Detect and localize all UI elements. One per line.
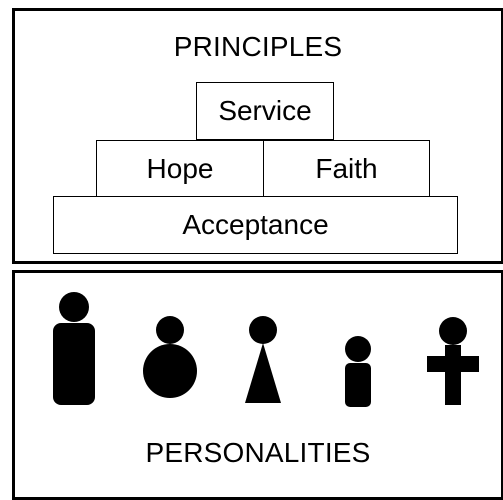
hope-block: Hope bbox=[96, 140, 264, 197]
round-figure-icon bbox=[143, 316, 197, 398]
acceptance-label: Acceptance bbox=[182, 209, 329, 240]
tall-figure-icon bbox=[53, 292, 95, 405]
faith-label: Faith bbox=[315, 152, 378, 184]
faith-block: Faith bbox=[263, 140, 430, 197]
service-block: Service bbox=[196, 82, 334, 140]
cross-figure-icon bbox=[427, 317, 479, 405]
acceptance-block: Acceptance bbox=[53, 196, 458, 254]
triangle-figure-icon bbox=[245, 316, 281, 403]
principles-panel: PRINCIPLES Service Hope Faith Acceptance bbox=[12, 8, 503, 264]
figures-row bbox=[53, 292, 479, 407]
principles-title: PRINCIPLES bbox=[173, 31, 343, 62]
personalities-panel: PERSONALITIES bbox=[12, 270, 503, 500]
service-label: Service bbox=[218, 95, 312, 126]
small-figure-icon bbox=[345, 336, 371, 407]
hope-label: Hope bbox=[146, 152, 214, 184]
personalities-title: PERSONALITIES bbox=[145, 437, 371, 468]
